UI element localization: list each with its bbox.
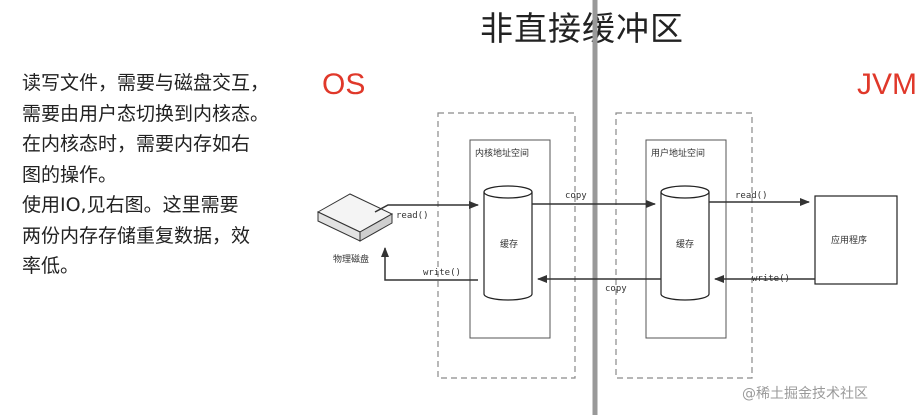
description-line: 在内核态时，需要内存如右 bbox=[22, 133, 251, 155]
app-label: 应用程序 bbox=[831, 234, 867, 246]
kernel-space-box bbox=[469, 139, 551, 339]
read-left-label: read() bbox=[396, 211, 429, 221]
write-left-label: write() bbox=[423, 268, 461, 278]
app-box bbox=[814, 195, 898, 285]
read-right-label: read() bbox=[735, 191, 768, 201]
user-cache-label: 缓存 bbox=[676, 238, 694, 250]
kernel-space-label: 内核地址空间 bbox=[475, 147, 529, 159]
arrow-read-left bbox=[374, 201, 479, 213]
description-line: 使用IO,见右图。这里需要 bbox=[22, 194, 239, 216]
kernel-cache-cylinder: 缓存 bbox=[483, 185, 533, 301]
kernel-cache-label: 缓存 bbox=[500, 238, 518, 250]
watermark: @稀土掘金技术社区 bbox=[742, 386, 868, 402]
description-line: 两份内存存储重复数据，效 bbox=[22, 224, 251, 247]
description-line: 图的操作。 bbox=[22, 163, 118, 186]
description-line: 率低。 bbox=[22, 255, 80, 277]
write-right-label: write() bbox=[752, 274, 790, 284]
user-space-box bbox=[645, 139, 727, 339]
description-text: 读写文件，需要与磁盘交互， 需要由用户态切换到内核态。 在内核态时，需要内存如右… bbox=[22, 68, 304, 282]
jvm-label: JVM bbox=[857, 68, 917, 101]
description-line: 需要由用户态切换到内核态。 bbox=[22, 102, 270, 125]
copy-top-label: copy bbox=[565, 191, 587, 201]
user-space-label: 用户地址空间 bbox=[651, 147, 705, 159]
description-line: 读写文件，需要与磁盘交互， bbox=[22, 72, 270, 94]
disk-icon bbox=[316, 193, 394, 242]
disk-label: 物理磁盘 bbox=[333, 253, 369, 265]
arrow-write-left bbox=[381, 247, 478, 281]
user-cache-cylinder: 缓存 bbox=[660, 185, 710, 301]
copy-bottom-label: copy bbox=[605, 284, 627, 294]
os-label: OS bbox=[322, 68, 366, 101]
page-title: 非直接缓冲区 bbox=[480, 9, 684, 48]
kernel-space-dashed-box bbox=[437, 112, 576, 379]
